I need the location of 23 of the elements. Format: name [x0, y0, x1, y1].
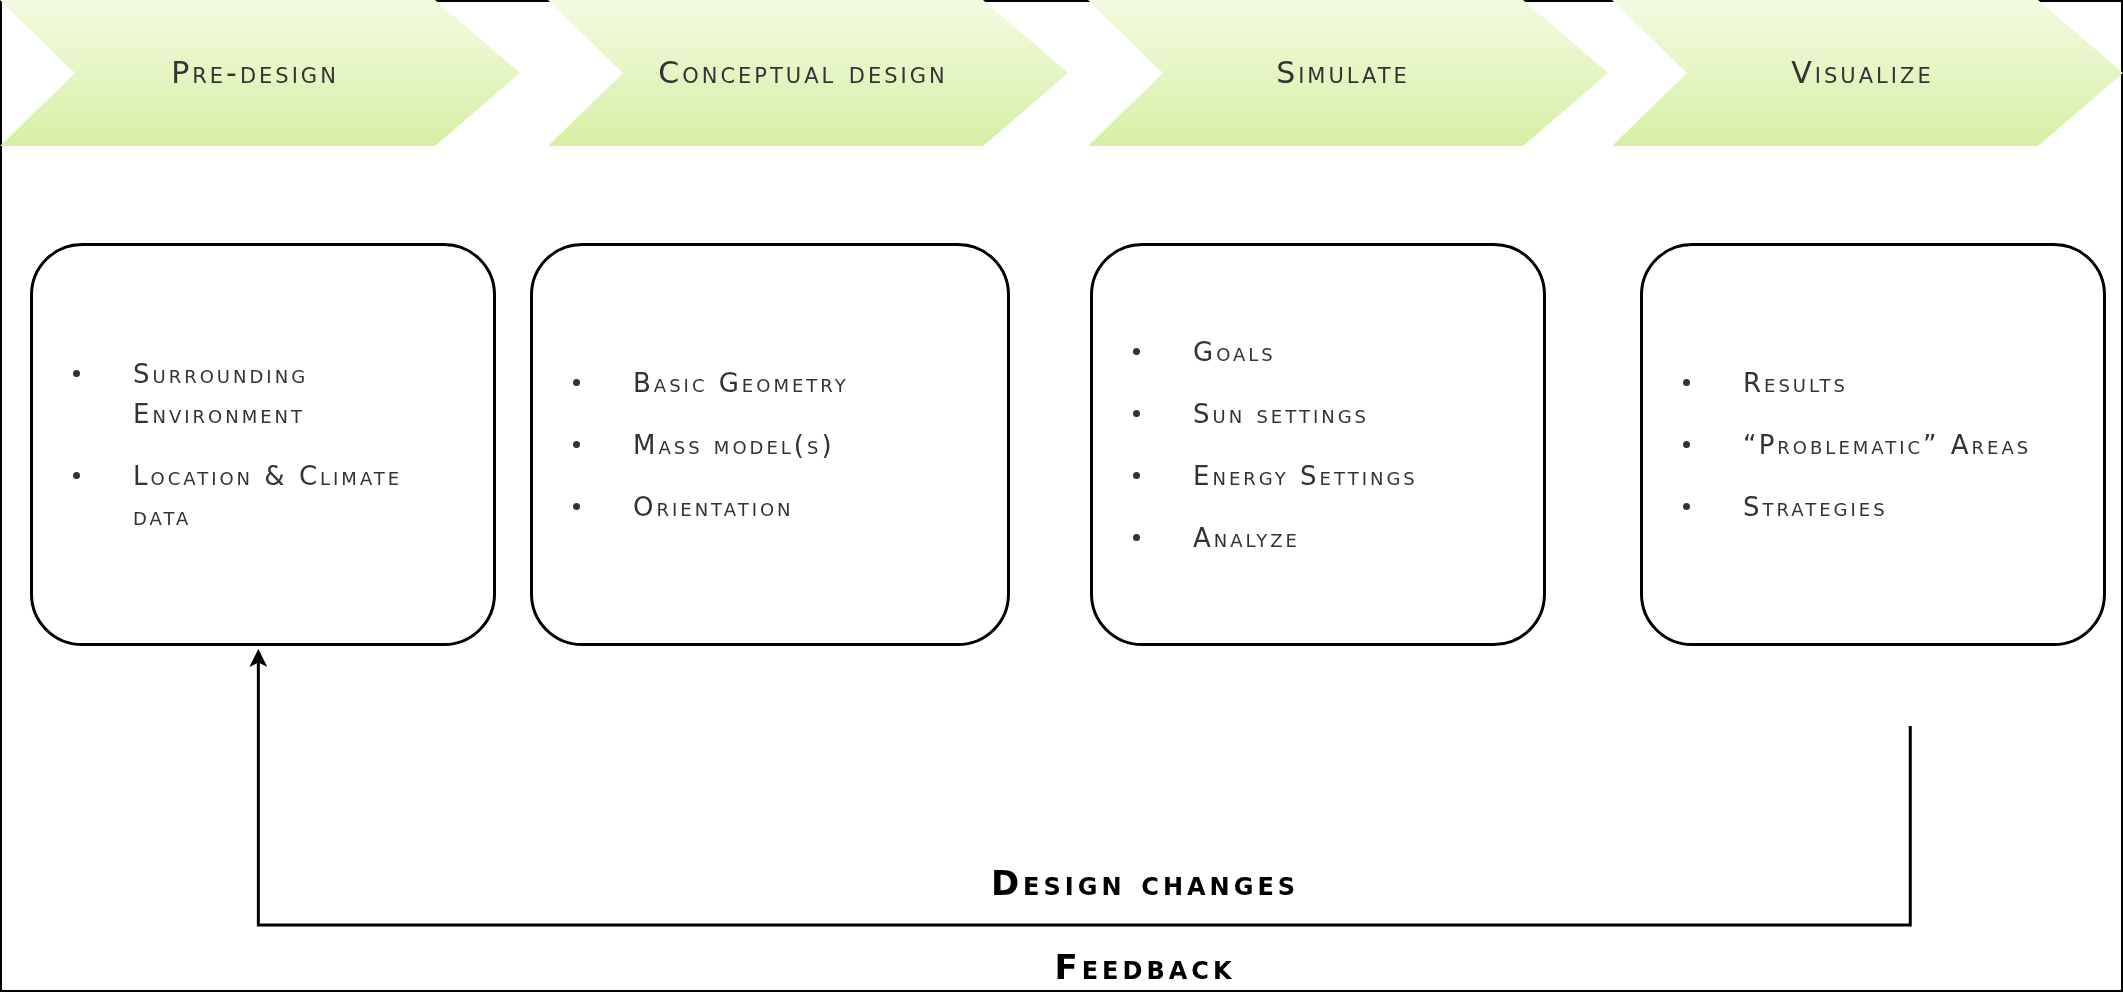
bullet-text: Analyze — [1193, 521, 1300, 555]
stage-title: Visualize — [1791, 54, 1934, 92]
edge-label: Design changes — [989, 862, 1301, 905]
feedback-arrow — [249, 649, 1912, 927]
stage-title: Pre-design — [171, 54, 339, 92]
bullet-text: Strategies — [1743, 490, 1888, 524]
rounded-box — [30, 243, 496, 646]
bullet-text: Results — [1743, 366, 1848, 400]
stage-title: Simulate — [1276, 54, 1410, 92]
bullet-text: Orientation — [633, 490, 794, 524]
bullet-text: Mass model(s) — [633, 428, 835, 462]
rounded-box — [1090, 243, 1546, 646]
bullet-text: Goals — [1193, 335, 1276, 369]
bullet-text: Surrounding Environment — [133, 357, 310, 431]
stage-title: Conceptual design — [658, 54, 948, 92]
note-text: Feedback — [1053, 946, 1237, 989]
bullet-text: Location & Climate data — [133, 459, 404, 533]
bullet-text: Basic Geometry — [633, 366, 849, 400]
bullet-text: Energy Settings — [1193, 459, 1418, 493]
bullet-text: Sun settings — [1193, 397, 1370, 431]
bullet-text: “Problematic” Areas — [1743, 428, 2032, 462]
rounded-box — [530, 243, 1010, 646]
rounded-box — [1640, 243, 2106, 646]
